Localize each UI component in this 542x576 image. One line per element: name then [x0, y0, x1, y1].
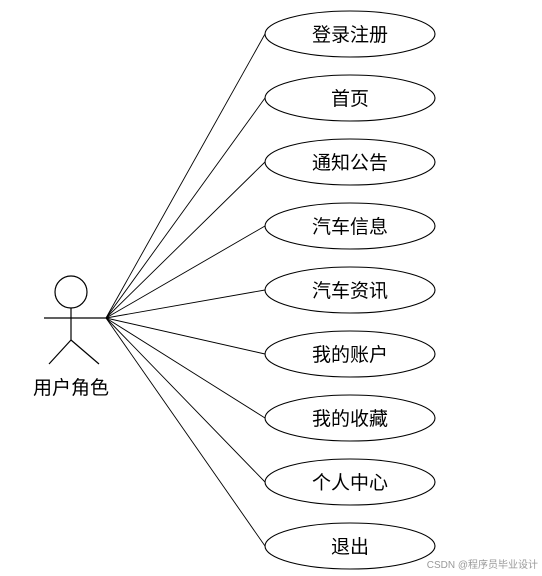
association-line	[105, 317, 266, 355]
use-case-label: 我的收藏	[312, 408, 388, 430]
association-line	[105, 317, 266, 419]
use-case-label: 个人中心	[312, 472, 388, 494]
use-case: 通知公告	[264, 138, 436, 186]
actor-label: 用户角色	[33, 377, 109, 399]
use-case-label: 首页	[331, 88, 369, 110]
use-case-label: 登录注册	[312, 24, 388, 46]
association-line	[105, 97, 266, 319]
use-case-label: 汽车信息	[312, 216, 388, 238]
use-case-ellipse	[264, 266, 436, 314]
association-lines	[105, 33, 266, 547]
association-line	[105, 289, 266, 319]
use-case-label: 汽车资讯	[312, 280, 388, 302]
use-case: 登录注册	[264, 10, 436, 58]
use-case-ellipse	[264, 394, 436, 442]
use-case-ellipse	[264, 202, 436, 250]
use-case-label: 退出	[331, 536, 369, 558]
use-case: 我的收藏	[264, 394, 436, 442]
actor: 用户角色	[33, 275, 109, 399]
use-case-ellipse	[264, 458, 436, 506]
watermark: CSDN @程序员毕业设计	[427, 558, 538, 571]
actor-left-leg	[48, 339, 72, 365]
association-line	[105, 33, 266, 319]
use-case-ellipse	[264, 74, 436, 122]
association-line	[105, 317, 266, 547]
use-case: 个人中心	[264, 458, 436, 506]
use-case-label: 我的账户	[312, 344, 388, 366]
use-case-ellipse	[264, 330, 436, 378]
use-case: 汽车资讯	[264, 266, 436, 314]
use-case: 首页	[264, 74, 436, 122]
use-case: 我的账户	[264, 330, 436, 378]
actor-head	[54, 275, 88, 309]
association-line	[105, 161, 266, 319]
use-case-label: 通知公告	[312, 152, 388, 174]
association-line	[105, 225, 266, 319]
actor-right-leg	[70, 339, 100, 365]
use-case: 汽车信息	[264, 202, 436, 250]
use-case-ellipse	[264, 138, 436, 186]
use-case-ellipse	[264, 10, 436, 58]
association-line	[105, 317, 266, 483]
use-case: 退出	[264, 522, 436, 570]
use-case-ellipse	[264, 522, 436, 570]
